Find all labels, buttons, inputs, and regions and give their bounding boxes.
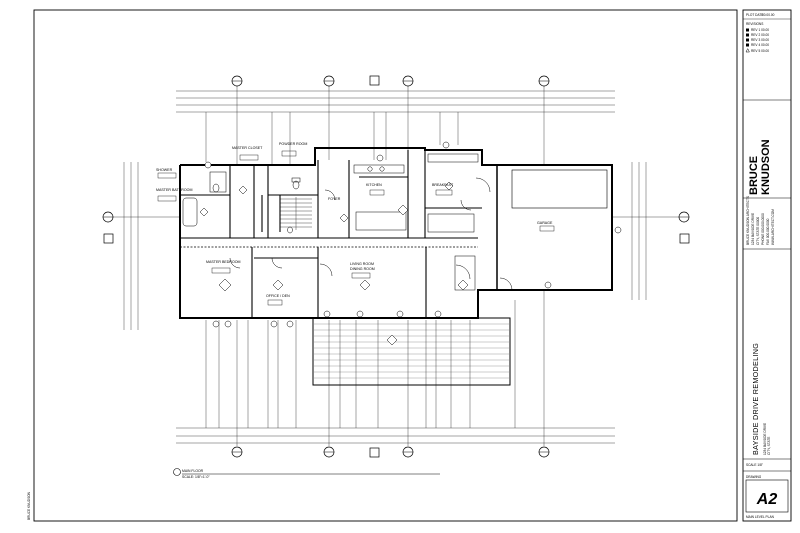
firm-info-line: WWW.ARCHITECT.COM xyxy=(771,209,775,245)
firm-info-line: CITY, STATE 00000 xyxy=(756,217,760,245)
title-block-border xyxy=(742,9,792,522)
room-label-dining: DINING ROOM xyxy=(350,267,375,271)
room-label-kitchen: KITCHEN xyxy=(366,183,382,187)
plot-date-label: PLOT DATE xyxy=(746,13,763,17)
dimension-lines xyxy=(112,86,680,446)
ceiling-light-icon xyxy=(218,278,232,292)
outlet-icon xyxy=(204,161,212,169)
exterior-walls xyxy=(179,147,613,319)
outlet-icon xyxy=(434,310,442,318)
plan-scale-text: SCALE: 1/8"=1'-0" xyxy=(182,475,210,479)
firm-logo: BRUCE KNUDSON xyxy=(748,139,772,195)
sheet-number-box xyxy=(745,479,789,513)
outlet-icon xyxy=(376,154,384,162)
room-label-shower: SHOWER xyxy=(156,168,173,172)
project-address-line: CITY, STATE xyxy=(767,437,771,455)
firm-info-line: FAX 000.000.0000 xyxy=(766,218,770,245)
title-block: PLOT DATE 00.00.00 REVISIONS REV 1 00.00… xyxy=(743,13,791,519)
revision-item: REV 1 00.00 xyxy=(751,28,769,32)
plan-title-text: MAIN FLOOR xyxy=(182,469,204,473)
section-marker xyxy=(369,447,380,458)
room-label-master-closet: MASTER CLOSET xyxy=(232,146,263,150)
room-label-foyer: FOYER xyxy=(328,197,341,201)
revision-item: REV 3 00.00 xyxy=(751,38,769,42)
room-label-garage: GARAGE xyxy=(537,221,553,225)
drawing-label: DRAWING xyxy=(746,475,762,479)
room-tags xyxy=(157,150,555,306)
outlet-icon xyxy=(356,310,364,318)
ceiling-light-icon xyxy=(457,279,469,291)
room-label-office: OFFICE / DEN xyxy=(266,294,290,298)
section-marker xyxy=(679,233,690,244)
outlet-icon xyxy=(614,226,622,234)
revision-item: REV 2 00.00 xyxy=(751,33,769,37)
ceiling-light-icon xyxy=(339,213,349,223)
sheet-number: A2 xyxy=(756,491,778,508)
doors xyxy=(229,177,513,291)
garage xyxy=(496,165,608,290)
ceiling-light-icon xyxy=(444,181,454,191)
room-label-breakfast: BREAKFAST xyxy=(432,183,454,187)
ceiling-light-icon xyxy=(238,185,248,195)
rear-deck xyxy=(312,317,511,386)
revision-item: REV 5 00.00 xyxy=(751,49,769,53)
revisions-label: REVISIONS xyxy=(746,22,763,26)
revision-item: REV 4 00.00 xyxy=(751,43,769,47)
section-marker xyxy=(369,75,380,86)
ceiling-light-icon xyxy=(272,279,284,291)
plan-title: MAIN FLOOR SCALE: 1/8"=1'-0" xyxy=(173,468,440,479)
outlet-icon xyxy=(323,310,331,318)
plot-date-value: 00.00.00 xyxy=(762,13,775,17)
outlet-icon xyxy=(270,320,278,328)
bath-fixtures xyxy=(182,171,301,234)
firm-info: BRUCE KNUDSON ARCHITECTS 1234 BAYSIDE DR… xyxy=(746,196,775,245)
grid-markers xyxy=(102,75,690,458)
project-name: BAYSIDE DRIVE REMODELING xyxy=(751,343,760,455)
margin-note: BRUCE KNUDSON xyxy=(27,491,31,520)
revision-list: REV 1 00.00 REV 2 00.00 REV 3 00.00 REV … xyxy=(745,28,769,53)
outlet-icon xyxy=(442,141,450,149)
kitchen-counters xyxy=(353,153,479,291)
firm-info-line: BRUCE KNUDSON ARCHITECTS xyxy=(746,196,750,245)
interior-walls xyxy=(180,150,482,318)
ceiling-light-icon xyxy=(397,204,409,216)
ceiling-light-icon xyxy=(386,334,398,346)
project-address-line: 1234 BAYSIDE DRIVE xyxy=(763,423,767,455)
outlet-icon xyxy=(286,320,294,328)
outlet-icon xyxy=(544,281,552,289)
revision-triangle-icon xyxy=(745,48,750,53)
outlet-icon xyxy=(212,320,220,328)
outlet-icon xyxy=(396,310,404,318)
outlet-icon xyxy=(224,320,232,328)
ceiling-light-icon xyxy=(359,279,371,291)
room-label-master-bath: MASTER BATHROOM xyxy=(156,188,192,192)
logo-line-1: BRUCE xyxy=(748,156,760,195)
room-label-master-bedroom: MASTER BEDROOM xyxy=(206,260,241,264)
plan-title-marker xyxy=(173,468,181,476)
ceiling-light-icon xyxy=(199,207,209,217)
scale-label: SCALE 1/8" xyxy=(746,463,763,467)
drawing-border xyxy=(33,9,738,522)
logo-line-2: KNUDSON xyxy=(760,139,772,195)
firm-info-line: 1234 BAYSIDE DRIVE xyxy=(751,213,755,245)
sheet-title: MAIN LEVEL PLAN xyxy=(746,515,775,519)
room-label-living: LIVING ROOM xyxy=(350,262,374,266)
room-label-powder: POWDER ROOM xyxy=(279,142,307,146)
stair xyxy=(280,197,312,230)
section-marker xyxy=(103,233,114,244)
firm-info-line: PHONE 000.000.0000 xyxy=(761,213,765,245)
floor-plan: SHOWER MASTER BATHROOM MASTER CLOSET POW… xyxy=(102,75,690,479)
light-fixtures xyxy=(199,141,622,346)
